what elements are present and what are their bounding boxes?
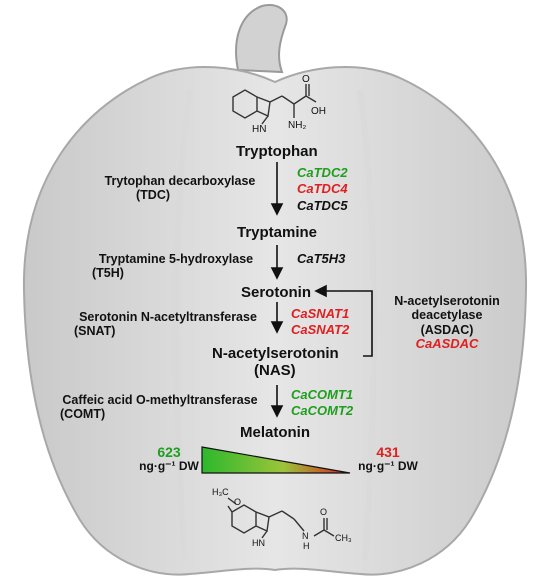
struct-label-nh2: NH₂ [288, 120, 307, 131]
gene-cat5h3: CaT5H3 [297, 251, 346, 266]
struct-label-h3c: H₃C [212, 487, 229, 497]
gene-catdc2: CaTDC2 [297, 165, 348, 180]
struct-label-hn: HN [252, 124, 267, 135]
enzyme-t5h-abbr: (T5H) [92, 266, 124, 281]
enzyme-comt-name: Caffeic acid O-methyltransferase [62, 393, 258, 407]
pathway-arrows [270, 162, 373, 418]
gene-casnat2: CaSNAT2 [291, 322, 350, 338]
enzyme-snat-name: Serotonin N-acetyltransferase [79, 310, 257, 324]
compound-serotonin: Serotonin [241, 284, 311, 301]
struct-label-o: O [302, 74, 310, 85]
gene-catdc4: CaTDC4 [297, 181, 348, 197]
genes-tdc: CaTDC2 CaTDC4 CaTDC5 [297, 165, 348, 214]
enzyme-asdac-line1: N-acetylserotonin [394, 294, 500, 308]
compound-tryptamine: Tryptamine [237, 224, 318, 241]
gene-cacomt2: CaCOMT2 [291, 403, 354, 419]
pepper-stem [235, 4, 288, 74]
concentration-gradient [201, 446, 351, 474]
struct-label-mel-h: H [303, 541, 310, 551]
struct-label-mel-hn: HN [252, 538, 265, 548]
enzyme-asdac-line2: deacetylase [411, 308, 483, 323]
struct-label-oh: OH [311, 106, 326, 117]
melatonin-structure [227, 497, 335, 539]
concentration-right-unit: ng·g⁻¹ DW [358, 459, 418, 474]
struct-label-mel-o: O [234, 497, 242, 507]
gene-caasdac: CaASDAC [415, 336, 479, 352]
enzyme-tdc-name: Trytophan decarboxylase [104, 174, 256, 188]
pepper-body [22, 65, 528, 576]
compound-tryptophan: Tryptophan [236, 143, 318, 160]
enzyme-tdc: Trytophan decarboxylase (TDC) [90, 174, 270, 203]
struct-label-mel-carbonyl-o: O [320, 507, 328, 517]
concentration-left-value: 623 [157, 444, 181, 460]
gene-cacomt1: CaCOMT1 [291, 387, 354, 402]
concentration-right: 431 ng·g⁻¹ DW [352, 444, 424, 474]
struct-label-ch3: CH₃ [335, 533, 352, 543]
enzyme-t5h: Tryptamine 5-hydroxylase (T5H) [86, 252, 266, 281]
enzyme-asdac: N-acetylserotonin deacetylase (ASDAC) Ca… [382, 294, 512, 352]
genes-comt: CaCOMT1 CaCOMT2 [291, 387, 353, 420]
tryptophan-structure [232, 84, 317, 125]
compound-melatonin: Melatonin [240, 424, 310, 441]
enzyme-comt: Caffeic acid O-methyltransferase (COMT) [50, 393, 270, 422]
compound-nas-abbr: (NAS) [254, 362, 296, 379]
enzyme-t5h-name: Tryptamine 5-hydroxylase [98, 252, 254, 266]
concentration-right-value: 431 [376, 444, 400, 460]
genes-snat: CaSNAT1 CaSNAT2 [291, 306, 349, 339]
enzyme-snat-abbr: (SNAT) [74, 324, 116, 339]
gene-casnat1: CaSNAT1 [291, 306, 350, 321]
enzyme-comt-abbr: (COMT) [60, 407, 106, 422]
concentration-left-unit: ng·g⁻¹ DW [139, 459, 199, 474]
struct-label-mel-n: N [302, 531, 309, 541]
concentration-left: 623 ng·g⁻¹ DW [136, 444, 202, 474]
gene-catdc5: CaTDC5 [297, 197, 348, 213]
enzyme-snat: Serotonin N-acetyltransferase (SNAT) [68, 310, 268, 339]
compound-nas: N-acetylserotonin [212, 345, 339, 362]
enzyme-tdc-abbr: (TDC) [136, 188, 171, 203]
enzyme-asdac-abbr: (ASDAC) [420, 322, 474, 337]
